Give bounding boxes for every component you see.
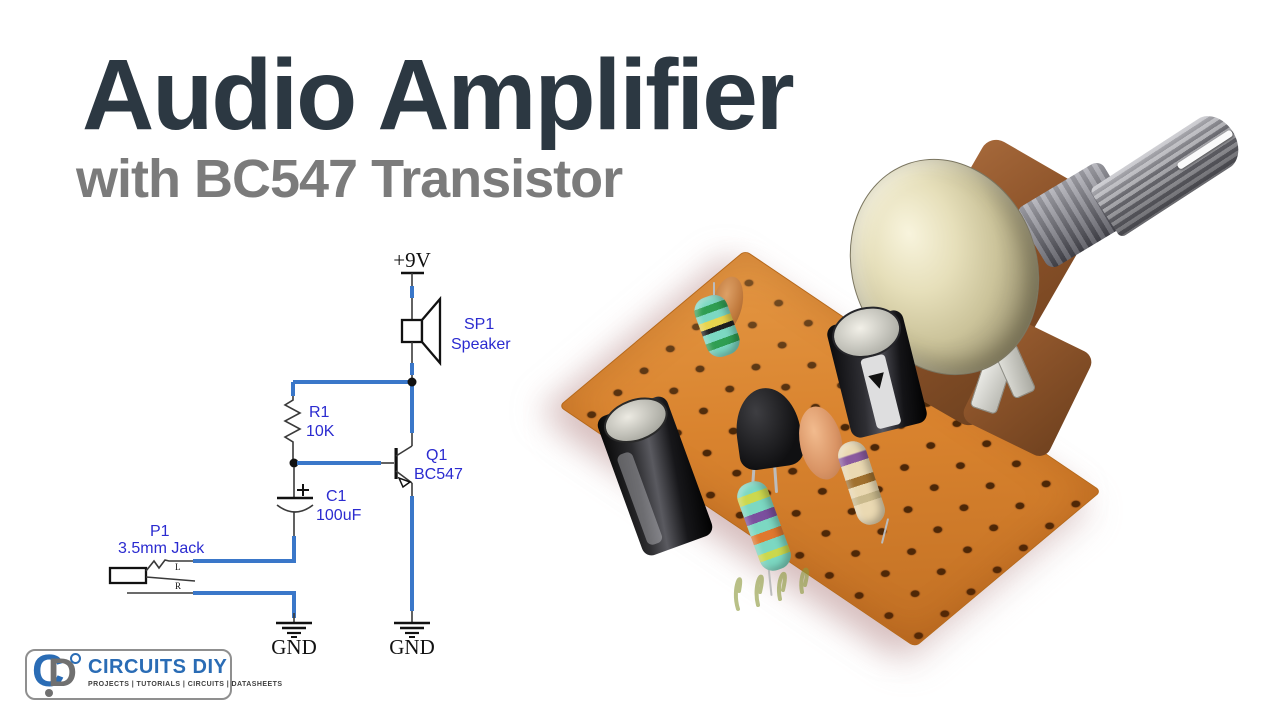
transistor-emitter-arrow: [397, 476, 412, 489]
resistor-value-label: 10K: [306, 423, 335, 440]
ground-left-label: GND: [271, 635, 317, 659]
junction-dot-collector: [407, 377, 417, 387]
resistor-teal-top: [690, 291, 744, 361]
jack-plug-body: [108, 566, 148, 585]
potentiometer-terminal: [969, 349, 1015, 415]
jack-ring-contact: [145, 576, 196, 582]
capacitor-stripe: [615, 450, 664, 547]
logo-text-block: CIRCUITS DIY PROJECTS | TUTORIALS | CIRC…: [88, 657, 282, 688]
collector-node: [293, 377, 417, 433]
marker-writing: [733, 567, 809, 611]
capacitor-value-label: 100uF: [316, 507, 362, 524]
potentiometer-body: [819, 131, 1070, 403]
capacitor-stripe: [860, 353, 902, 430]
logo-pad-ring-icon: [70, 653, 81, 664]
potentiometer-shaft: [1089, 106, 1249, 239]
transistor-leg: [772, 462, 779, 494]
jack-symbol: P1 3.5mm Jack L R: [108, 523, 205, 594]
transistor-collector-line: [395, 445, 413, 457]
potentiometer-terminal: [993, 342, 1037, 400]
jack-left-label: L: [175, 562, 181, 572]
resistor-zigzag: [283, 396, 302, 460]
transistor-symbol: Q1 BC547: [394, 433, 463, 496]
electrolytic-capacitor-mid: [825, 299, 929, 440]
marker-stroke: [799, 567, 809, 594]
resistor-lead: [880, 518, 890, 544]
logo-pad-dot-icon: [45, 689, 53, 697]
capacitor-top: [826, 299, 907, 366]
perfboard: [558, 250, 1102, 648]
resistor-lead: [767, 565, 773, 597]
logo-monogram: C D: [32, 648, 86, 698]
jack-ref-label: P1: [150, 523, 170, 540]
electrolytic-capacitor-left: [594, 389, 716, 559]
marker-stroke: [733, 577, 743, 611]
resistor-ref-label: R1: [309, 404, 330, 421]
marker-stroke: [754, 574, 764, 607]
jack-right-label: R: [175, 581, 181, 591]
speaker-driver-box: [400, 318, 424, 344]
logo-wordmark: CIRCUITS DIY: [88, 656, 228, 678]
capacitor-ref-label: C1: [326, 488, 347, 505]
ground-right-label: GND: [389, 635, 435, 659]
ground-right-symbol: GND: [389, 611, 435, 659]
disc-capacitor-small: [705, 273, 749, 337]
jack-name-label: 3.5mm Jack: [118, 540, 205, 557]
speaker-horn: [420, 295, 442, 367]
capacitor-symbol: C1 100uF: [276, 467, 362, 536]
jack-tip-contact: [145, 559, 193, 572]
transistor-ref-label: Q1: [426, 447, 447, 464]
circuits-diy-logo: C D CIRCUITS DIY PROJECTS | TUTORIALS | …: [25, 648, 282, 700]
input-wires: [193, 496, 414, 618]
base-node: [289, 458, 394, 468]
speaker-symbol: SP1 Speaker: [400, 295, 511, 382]
junction-dot-base: [289, 458, 299, 468]
transistor-leg: [751, 459, 756, 489]
transistor-body: [730, 383, 806, 473]
logo-monogram-c: C: [32, 645, 65, 696]
capacitor-top: [597, 389, 674, 452]
capacitor-polarity-arrow: [868, 372, 888, 391]
power-label: +9V: [393, 248, 431, 272]
capacitor-plate-curved: [276, 504, 314, 513]
potentiometer-backplate-lower: [959, 314, 1096, 461]
logo-tagline: PROJECTS | TUTORIALS | CIRCUITS | DATASH…: [88, 681, 283, 688]
potentiometer-bushing: [1014, 159, 1136, 271]
ground-left-symbol: GND: [271, 613, 317, 659]
disc-capacitor: [792, 402, 850, 484]
transistor-value-label: BC547: [414, 466, 463, 483]
potentiometer-backplate: [857, 134, 1108, 431]
resistor-lead: [713, 282, 715, 297]
marker-stroke: [777, 572, 787, 601]
transistor-base-bar: [394, 448, 398, 479]
power-rail: +9V: [393, 248, 431, 320]
circuit-schematic: +9V SP1 Speaker R1 10K Q1: [108, 248, 511, 659]
page-title: Audio Amplifier: [82, 39, 795, 151]
speaker-ref-label: SP1: [464, 316, 494, 333]
speaker-name-label: Speaker: [451, 336, 511, 353]
resistor-teal-bottom: [733, 477, 795, 575]
page-subtitle: with BC547 Transistor: [76, 149, 623, 209]
resistor-symbol: R1 10K: [283, 382, 335, 460]
potentiometer-shaft-slot: [1176, 128, 1234, 170]
resistor-beige: [834, 437, 889, 529]
right-channel-wire: [193, 591, 296, 618]
left-channel-wire: [193, 536, 296, 563]
